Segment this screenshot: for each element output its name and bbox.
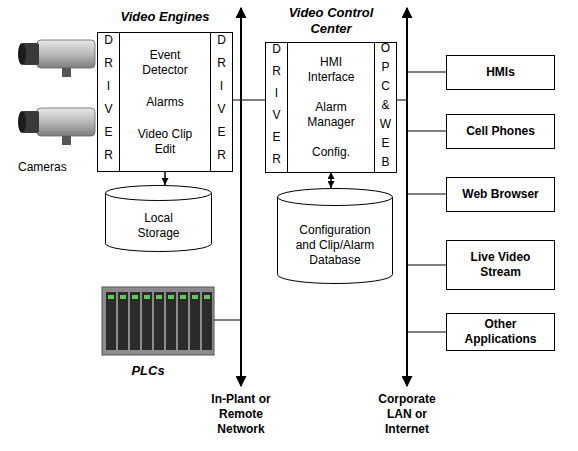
bus-tap [241,100,265,101]
column-label: DRIVER [271,42,283,174]
client-label: Cell Phones [466,124,535,139]
column-label: DRIVER [216,33,228,171]
engine-box: Video EnginesDRIVEREvent DetectorAlarmsV… [97,32,233,172]
plc-module [118,292,128,350]
bus-tap [407,131,446,132]
plc-rack [102,287,214,355]
camera-illustration [18,40,95,77]
driver-column: DRIVER [98,33,120,171]
plc-led [180,295,186,299]
network-label: In-Plant or Remote Network [201,392,281,437]
plc-module [190,292,200,350]
cylinder-body [106,193,212,252]
camera-body [37,40,95,68]
plc-led [132,295,138,299]
control-center-box: Video Control CenterDRIVERHMI InterfaceA… [265,42,397,173]
function-column: Event DetectorAlarmsVideo Clip Edit [120,33,210,171]
plc-led [156,295,162,299]
client-label: Web Browser [462,187,538,202]
network-bus [406,8,408,386]
bus-tap [233,100,241,101]
storage-cylinder: Local Storage [105,185,212,252]
cylinder-body [278,197,393,284]
plc-module [154,292,164,350]
camera-body [37,108,95,136]
caption-label: Cameras [18,160,88,175]
connector-arrow [164,171,166,185]
function-label: Event Detector [132,48,198,78]
network-label: Corporate LAN or Internet [367,392,447,437]
plc-module [202,292,212,350]
plc-led [120,295,126,299]
client-label: HMIs [486,65,515,80]
function-label: Config. [312,145,350,160]
database-cylinder: Configuration and Clip/Alarm Database [277,188,393,284]
plc-led [204,295,210,299]
column-label: OPC&WEB [380,41,392,174]
column-label: DRIVER [103,33,115,171]
bus-tap [407,265,446,266]
storage-label: Configuration and Clip/Alarm Database [295,223,375,268]
camera-mount [62,68,71,77]
plc-module [106,292,116,350]
group-heading: Video Control Center [281,5,381,38]
function-label: Video Clip Edit [132,127,198,157]
bus-tap [214,320,241,321]
plc-led [168,295,174,299]
function-column: HMI InterfaceAlarm ManagerConfig. [288,43,374,172]
plc-led [108,295,114,299]
function-label: HMI Interface [296,55,366,85]
client-label: Other Applications [457,317,544,347]
caption-label: PLCs [118,363,178,379]
network-bus [240,8,242,386]
plc-module [142,292,152,350]
function-label: Alarm Manager [296,100,366,130]
connector-arrow [330,172,332,188]
cylinder-top [106,186,212,201]
plc-led [144,295,150,299]
bus-tap [407,332,446,333]
function-label: Alarms [146,95,183,110]
driver-column: DRIVER [266,43,288,172]
cylinder-top [278,189,393,206]
bus-tap [407,72,446,73]
camera-lens-glass [18,43,26,65]
client-box: Cell Phones [446,114,555,149]
plc-module [178,292,188,350]
bus-tap [407,194,446,195]
client-box: HMIs [446,55,555,90]
storage-label: Local Storage [125,211,192,241]
camera-illustration [18,108,95,145]
plc-illustration [102,287,214,355]
camera-lens-glass [18,111,26,133]
interface-column: OPC&WEB [374,43,396,172]
group-heading: Video Engines [98,9,232,25]
driver-column: DRIVER [210,33,232,171]
plc-module [166,292,176,350]
client-label: Live Video Stream [457,250,544,280]
bus-tap [397,100,407,101]
camera-mount [62,136,71,145]
client-box: Live Video Stream [446,240,555,290]
client-box: Web Browser [446,177,555,212]
plc-led [192,295,198,299]
plc-module [130,292,140,350]
client-box: Other Applications [446,313,555,351]
